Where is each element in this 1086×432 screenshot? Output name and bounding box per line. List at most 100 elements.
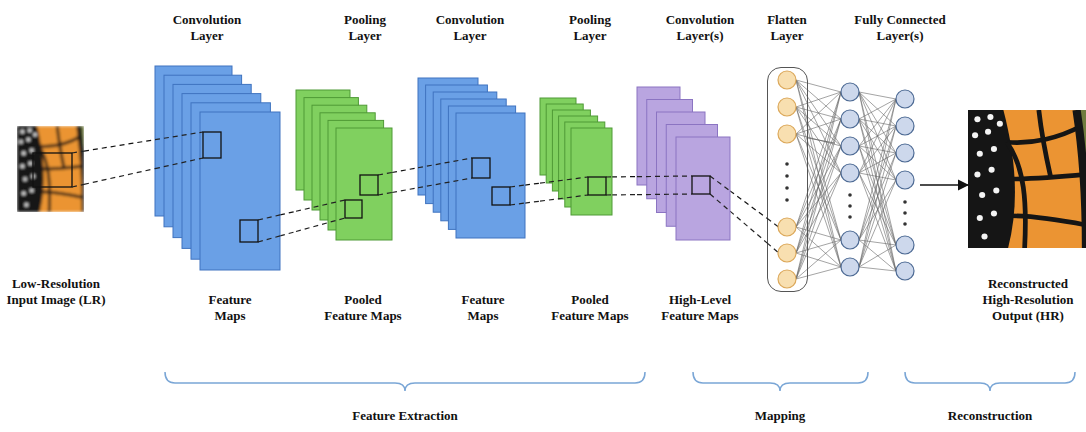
projection-lines <box>637 176 730 211</box>
projection-lines <box>296 172 392 231</box>
projection-line <box>612 194 637 195</box>
projection-line <box>510 203 525 205</box>
receptive-fields <box>472 158 510 205</box>
projection-lines <box>540 177 612 201</box>
projection-connector <box>525 183 540 185</box>
ellipsis-dot <box>848 215 852 219</box>
projection-line <box>540 177 588 183</box>
node-shape <box>296 90 392 240</box>
image-caption: Low-Resolution Input Image (LR) <box>4 276 109 308</box>
projection-line <box>155 158 203 169</box>
receptive-field <box>492 187 510 205</box>
card-stack <box>540 98 612 215</box>
projection-line <box>258 236 280 242</box>
feature-map-stack: Convolution LayerFeature Maps <box>155 66 280 270</box>
projection-connector <box>730 191 767 218</box>
projection-connector <box>392 168 418 173</box>
section-bracket <box>905 372 1075 391</box>
neuron <box>896 171 914 189</box>
neuron <box>778 125 796 143</box>
weight-line <box>796 146 841 279</box>
projection-line <box>606 176 612 177</box>
neuron <box>896 262 914 280</box>
weight-line <box>796 240 841 279</box>
neuron <box>896 236 914 254</box>
layer-heading: Convolution Layer(s) <box>655 12 745 44</box>
projection-lines <box>72 151 84 187</box>
feature-map <box>676 137 730 240</box>
projection-connector <box>280 211 296 215</box>
weight-line <box>859 99 896 173</box>
layer-caption: Pooled Feature Maps <box>322 292 404 324</box>
ellipsis-dot <box>903 222 907 226</box>
receptive-fields <box>588 177 606 195</box>
projection-line <box>378 172 392 175</box>
projection-line <box>418 178 472 188</box>
layer-heading: Convolution Layer <box>425 12 515 44</box>
card-stack <box>418 78 525 238</box>
weight-line <box>859 92 896 271</box>
receptive-field <box>588 177 606 195</box>
weight-line <box>796 92 841 253</box>
neuron <box>778 270 796 288</box>
projection-line <box>392 188 418 193</box>
neuron-column <box>778 71 796 288</box>
projection-line <box>510 185 525 187</box>
feature-map <box>336 128 392 240</box>
ellipsis-dot <box>903 211 907 215</box>
weight-line <box>796 80 841 240</box>
projection-lines <box>155 132 280 242</box>
weight-line <box>859 99 896 146</box>
projection-connector <box>612 176 637 177</box>
section-bracket <box>693 372 868 391</box>
neuron-column <box>896 90 914 280</box>
card-stack <box>296 90 392 240</box>
output-image: Reconstructed High-Resolution Output (HR… <box>968 110 1086 248</box>
node-shape <box>968 110 1086 248</box>
high-level-map-stack: Convolution Layer(s)High-Level Feature M… <box>637 87 730 240</box>
ellipsis-dot <box>785 162 789 166</box>
projection-line <box>710 194 730 211</box>
node-shape <box>835 80 920 290</box>
feature-map <box>456 113 525 238</box>
neuron <box>841 110 859 128</box>
weight-line <box>859 146 896 180</box>
neuron <box>778 244 796 262</box>
receptive-field <box>345 200 362 218</box>
neuron <box>778 218 796 236</box>
projection-line <box>84 169 155 185</box>
projection-line <box>72 184 84 187</box>
weight-line <box>796 92 841 279</box>
feature-map-stack: Convolution LayerFeature Maps <box>418 78 525 238</box>
pooled-map-stack: Pooling LayerPooled Feature Maps <box>540 98 612 215</box>
layer-heading: Fully Connected Layer(s) <box>840 12 960 44</box>
projection-line <box>72 151 84 153</box>
layer-heading: Pooling Layer <box>560 12 620 44</box>
section-label: Feature Extraction <box>325 408 485 424</box>
dense-layer: Fully Connected Layer(s) <box>835 80 920 290</box>
neuron <box>841 137 859 155</box>
weight-line <box>859 146 896 271</box>
weight-line <box>859 267 896 271</box>
projection-line <box>418 158 472 168</box>
weight-line <box>859 99 896 119</box>
card-stack <box>155 66 280 270</box>
node-shape <box>540 98 612 215</box>
image-caption: Reconstructed High-Resolution Output (HR… <box>976 276 1081 324</box>
weight-line <box>796 92 841 107</box>
ellipsis <box>848 193 852 219</box>
pooled-map-stack: Pooling LayerPooled Feature Maps <box>296 90 392 240</box>
brackets <box>165 372 1075 391</box>
layer-caption: Pooled Feature Maps <box>549 292 631 324</box>
weight-line <box>796 134 841 267</box>
node-shape <box>17 126 84 212</box>
neuron <box>896 117 914 135</box>
node-shape <box>418 78 525 238</box>
projection-line <box>637 193 692 195</box>
weight-lines <box>84 80 841 279</box>
projection-line <box>258 215 280 220</box>
projection-line <box>730 211 767 243</box>
node-shape <box>637 87 730 240</box>
weight-line <box>859 245 896 267</box>
